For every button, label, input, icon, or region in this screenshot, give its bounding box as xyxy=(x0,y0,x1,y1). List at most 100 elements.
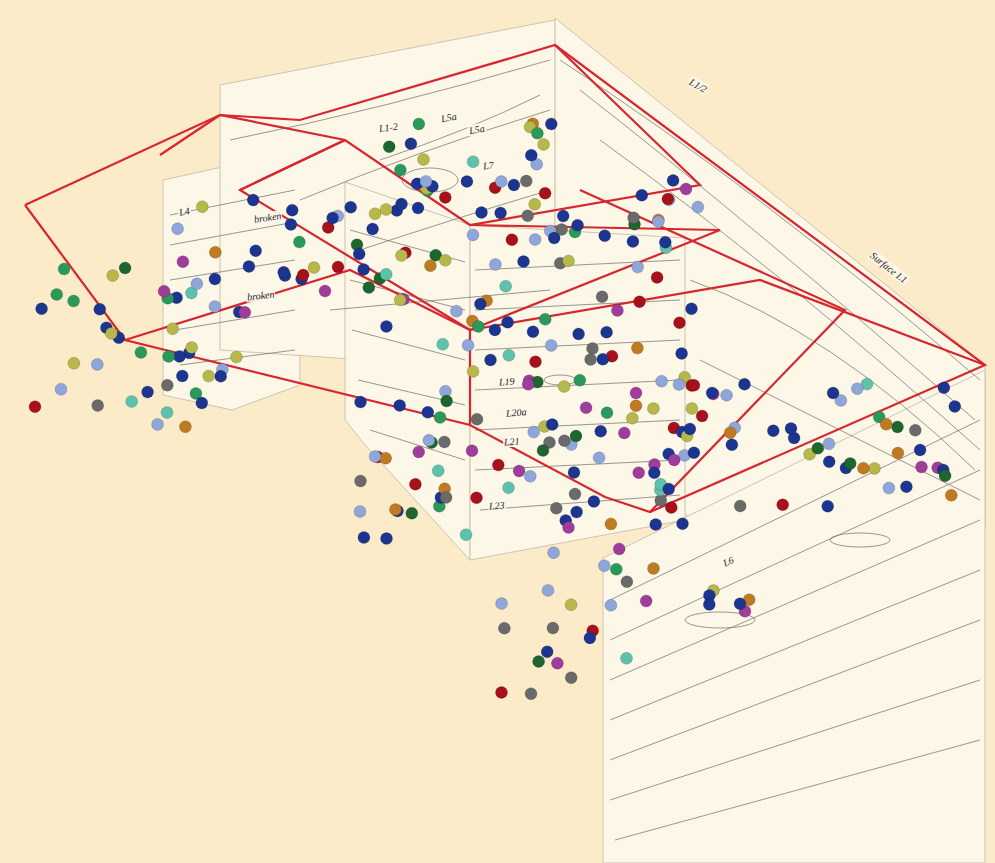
find-point xyxy=(587,342,599,354)
find-point xyxy=(126,396,138,408)
strata-lines xyxy=(170,60,980,840)
find-point xyxy=(508,179,520,191)
find-point xyxy=(420,175,432,187)
find-point xyxy=(909,424,921,436)
find-point xyxy=(949,400,961,412)
find-point xyxy=(692,201,704,213)
find-point xyxy=(565,672,577,684)
layer-label: L4 xyxy=(177,205,191,218)
find-point xyxy=(522,378,534,390)
find-point xyxy=(489,324,501,336)
find-point xyxy=(250,245,262,257)
find-point xyxy=(380,452,392,464)
find-point xyxy=(293,236,305,248)
find-point xyxy=(381,533,393,545)
find-point xyxy=(696,410,708,422)
find-point xyxy=(203,370,215,382)
find-point xyxy=(278,266,290,278)
find-point xyxy=(650,518,662,530)
find-point xyxy=(209,246,221,258)
find-point xyxy=(92,400,104,412)
find-point xyxy=(513,465,525,477)
find-point xyxy=(369,208,381,220)
layer-label: L23 xyxy=(488,499,506,511)
section-panel xyxy=(345,182,470,560)
find-point xyxy=(358,532,370,544)
find-point xyxy=(593,452,605,464)
find-point xyxy=(634,296,646,308)
find-point xyxy=(409,478,421,490)
find-point xyxy=(599,230,611,242)
find-point xyxy=(413,118,425,130)
find-point xyxy=(721,389,733,401)
find-point xyxy=(396,250,408,262)
find-point xyxy=(105,328,117,340)
find-point xyxy=(822,500,834,512)
find-point xyxy=(585,354,597,366)
find-point xyxy=(621,652,633,664)
find-point xyxy=(595,425,607,437)
find-point xyxy=(584,632,596,644)
find-point xyxy=(939,470,951,482)
find-point xyxy=(239,306,251,318)
find-point xyxy=(611,305,623,317)
find-point xyxy=(29,401,41,413)
find-point xyxy=(413,446,425,458)
find-point xyxy=(857,462,869,474)
find-point xyxy=(883,482,895,494)
find-point xyxy=(550,502,562,514)
find-point xyxy=(158,285,170,297)
find-point xyxy=(574,374,586,386)
find-point xyxy=(285,218,297,230)
find-point xyxy=(345,201,357,213)
find-point xyxy=(434,411,446,423)
find-point xyxy=(161,379,173,391)
find-point xyxy=(332,261,344,273)
find-point xyxy=(440,491,452,503)
find-point xyxy=(633,467,645,479)
find-point xyxy=(439,191,451,203)
find-point xyxy=(545,118,557,130)
find-point xyxy=(467,365,479,377)
find-point xyxy=(450,305,462,317)
find-point xyxy=(383,141,395,153)
find-point xyxy=(438,436,450,448)
find-point xyxy=(596,291,608,303)
find-point xyxy=(355,475,367,487)
find-point xyxy=(319,285,331,297)
find-point xyxy=(461,176,473,188)
find-point xyxy=(363,282,375,294)
find-point xyxy=(636,189,648,201)
find-point xyxy=(353,248,365,260)
find-point xyxy=(680,183,692,195)
find-point xyxy=(424,260,436,272)
find-point xyxy=(648,467,660,479)
find-point xyxy=(474,298,486,310)
find-point xyxy=(656,375,668,387)
find-point xyxy=(529,234,541,246)
find-point xyxy=(297,269,309,281)
find-point xyxy=(152,418,164,430)
find-point xyxy=(686,303,698,315)
find-point xyxy=(394,400,406,412)
find-point xyxy=(659,236,671,248)
find-point xyxy=(621,576,633,588)
find-point xyxy=(537,444,549,456)
find-point xyxy=(684,423,696,435)
find-point xyxy=(573,328,585,340)
find-point xyxy=(142,386,154,398)
find-point xyxy=(498,622,510,634)
find-point xyxy=(135,346,147,358)
find-point xyxy=(823,456,835,468)
find-point xyxy=(648,562,660,574)
find-point xyxy=(598,560,610,572)
find-point xyxy=(527,326,539,338)
find-point xyxy=(703,599,715,611)
find-point xyxy=(215,370,227,382)
find-point xyxy=(191,278,203,290)
find-point xyxy=(412,202,424,214)
find-point xyxy=(243,260,255,272)
find-point xyxy=(571,506,583,518)
find-point xyxy=(605,518,617,530)
find-point xyxy=(724,427,736,439)
